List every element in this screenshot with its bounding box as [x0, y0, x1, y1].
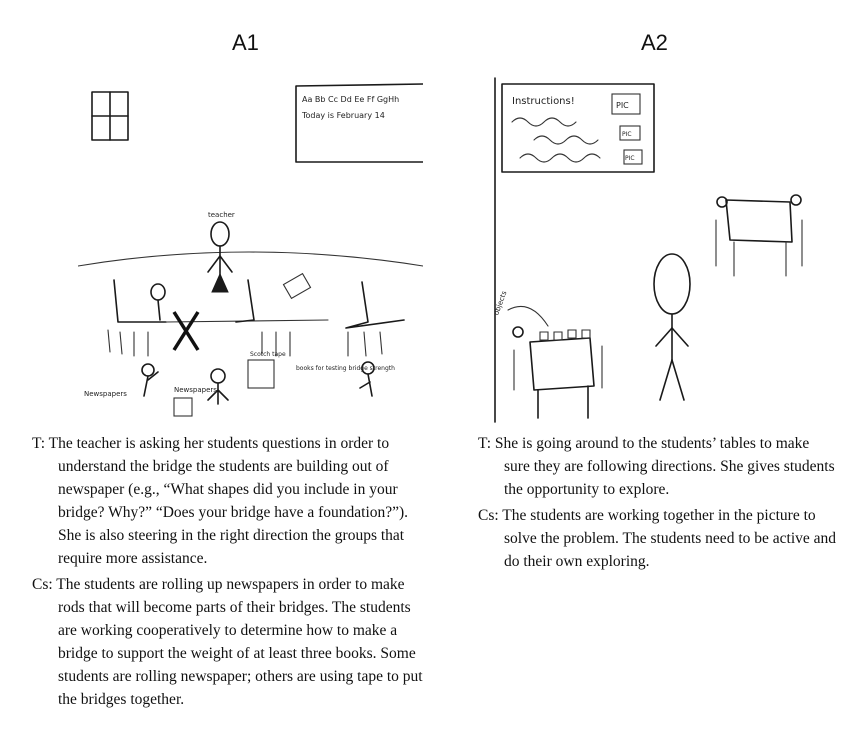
speaker-label: Cs:	[32, 576, 53, 593]
caption-a1: T: The teacher is asking her students qu…	[32, 432, 432, 714]
board-alphabet: Aa Bb Cc Dd Ee Ff GgHh	[302, 95, 399, 104]
caption-paragraph-students: Cs: The students are working together in…	[478, 504, 838, 573]
panel-title-a2: A2	[641, 30, 668, 55]
speaker-label: T:	[32, 435, 46, 452]
pic-label-1: PIC	[616, 101, 629, 110]
speaker-label: T:	[478, 435, 492, 452]
classroom-drawing-a2: Instructions! PIC PIC PIC objects	[492, 77, 803, 423]
student-table-middle	[235, 279, 291, 357]
teacher-figure: teacher	[207, 211, 235, 293]
teacher-figure-a2	[653, 253, 691, 401]
books-label: books for testing bridge strength	[296, 365, 395, 372]
caption-paragraph-teacher: T: She is going around to the students’ …	[478, 432, 838, 501]
speaker-label: Cs:	[478, 507, 499, 524]
tape-label: Scotch tape	[250, 351, 286, 358]
board-date: Today is February 14	[301, 111, 385, 120]
student-table-back	[715, 194, 803, 277]
instructions-label: Instructions!	[512, 96, 575, 107]
caption-text: She is going around to the students’ tab…	[494, 435, 835, 498]
student-table-right	[282, 272, 405, 357]
caption-text: The students are rolling up newspapers i…	[56, 576, 423, 708]
students-floor	[141, 359, 375, 417]
pic-label-2: PIC	[622, 131, 632, 138]
newspapers-label-left: Newspapers	[84, 390, 127, 398]
floor-line	[78, 251, 423, 267]
pic-label-3: PIC	[625, 155, 635, 162]
window-sketch	[91, 91, 129, 141]
panel-title-a1: A1	[232, 30, 259, 55]
newspapers-label-mid: Newspapers	[174, 386, 217, 394]
instructions-poster: Instructions! PIC PIC PIC	[501, 83, 655, 173]
caption-paragraph-teacher: T: The teacher is asking her students qu…	[32, 432, 432, 570]
student-table-front: objects	[492, 290, 603, 419]
classroom-drawing-a1: Aa Bb Cc Dd Ee Ff GgHh Today is February…	[78, 83, 423, 417]
whiteboard-sketch: Aa Bb Cc Dd Ee Ff GgHh Today is February…	[295, 83, 423, 163]
caption-a2: T: She is going around to the students’ …	[478, 432, 838, 576]
teacher-label: teacher	[208, 211, 235, 219]
caption-text: The teacher is asking her students quest…	[48, 435, 409, 567]
caption-text: The students are working together in the…	[502, 507, 837, 570]
caption-paragraph-students: Cs: The students are rolling up newspape…	[32, 573, 432, 711]
